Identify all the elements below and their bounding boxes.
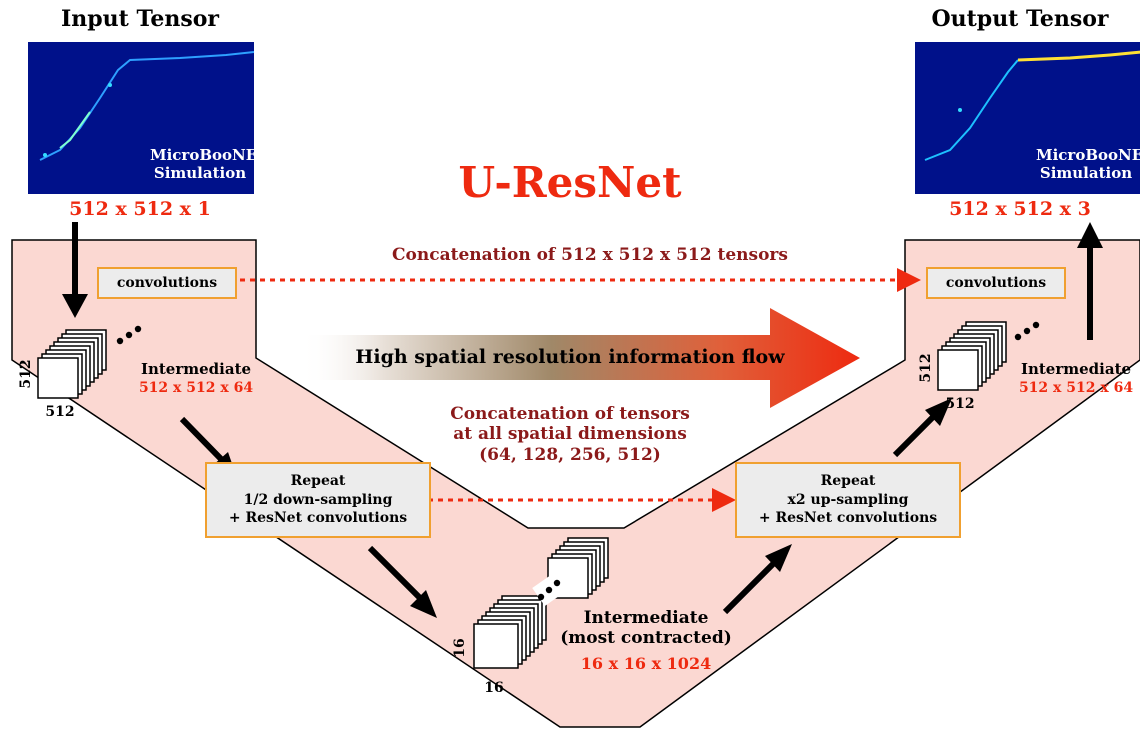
left-intermediate-label: Intermediate [140,360,252,378]
skip-mid-line2: at all spatial dimensions [453,424,687,445]
output-shape: 512 x 512 x 3 [949,198,1091,220]
input-shape: 512 x 512 x 1 [69,198,211,220]
output-caption-line2: Simulation [1039,164,1133,182]
bottom-intermediate-label: Intermediate (most contracted) [556,608,736,649]
bottom-axis-horizontal: 16 [484,680,504,696]
output-image [915,42,1140,194]
output-image-caption: MicroBooNE Simulation [1036,146,1140,182]
right-repeat-box: Repeat x2 up-sampling + ResNet convoluti… [735,462,961,538]
right-axis-horizontal: 512 [945,396,975,412]
left-repeat-box: Repeat 1/2 down-sampling + ResNet convol… [205,462,431,538]
input-caption-line1: MicroBooNE [150,146,258,164]
left-convolutions-box: convolutions [97,267,237,299]
bottom-intermediate-shape: 16 x 16 x 1024 [580,654,712,673]
input-image-caption: MicroBooNE Simulation [150,146,258,182]
right-repeat-line1: Repeat [820,472,876,489]
left-axis-horizontal: 512 [45,404,75,420]
left-repeat-line1: Repeat [290,472,346,489]
network-title: U-ResNet [458,158,682,207]
right-intermediate-shape: 512 x 512 x 64 [1018,380,1134,396]
ellipsis-icon-left [116,325,142,345]
feature-stack-bottom-lower [473,595,547,669]
feature-stack-right [937,321,1007,391]
input-caption-line2: Simulation [153,164,247,182]
right-axis-vertical: 512 [918,353,934,383]
flow-label: High spatial resolution information flow [355,346,785,368]
right-repeat-line3: + ResNet convolutions [758,510,938,527]
feature-stack-left [37,329,107,399]
black-arrows [62,222,1103,618]
right-convolutions-box: convolutions [926,267,1066,299]
ellipsis-icon-right [1014,321,1040,341]
flow-arrow [300,308,860,408]
right-intermediate-label: Intermediate [1020,360,1132,378]
output-caption-line1: MicroBooNE [1036,146,1140,164]
skip-mid-line3: (64, 128, 256, 512) [479,444,661,465]
left-axis-vertical: 512 [18,359,34,389]
input-image [28,42,255,194]
left-conv-label: convolutions [116,274,218,291]
bottom-axis-vertical: 16 [452,638,468,658]
left-repeat-line2: 1/2 down-sampling [243,491,393,508]
output-tensor-title: Output Tensor [931,6,1109,32]
right-repeat-line2: x2 up-sampling [787,491,909,508]
input-tensor-title: Input Tensor [61,6,219,32]
right-conv-label: convolutions [945,274,1047,291]
ellipsis-icon-bottom [532,571,568,607]
skip-top-label: Concatenation of 512 x 512 x 512 tensors [392,245,788,265]
skip-mid-line1: Concatenation of tensors [450,404,690,424]
left-intermediate-shape: 512 x 512 x 64 [138,380,254,396]
bottom-intermediate-line2: (most contracted) [560,628,732,649]
left-repeat-line3: + ResNet convolutions [228,510,408,527]
skip-mid-label: Concatenation of tensors at all spatial … [440,404,700,465]
bottom-intermediate-line1: Intermediate [583,608,709,628]
